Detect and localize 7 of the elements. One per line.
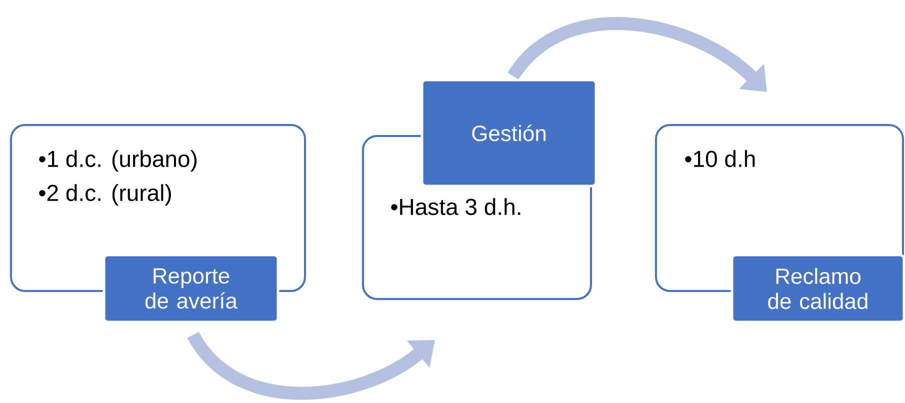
label-tab: Gestión [420,78,598,188]
curved-arrow [508,17,767,92]
bullet-text: •Hasta 3 d.h. [391,198,520,216]
bullet-text: •10 d.h [685,150,755,168]
label-tab: Reporte de avería [102,254,280,324]
bullet-text: •1 d.c. (urbano) •2 d.c. (rural) [39,150,197,206]
label-tab: Reclamo de calidad [730,254,905,324]
